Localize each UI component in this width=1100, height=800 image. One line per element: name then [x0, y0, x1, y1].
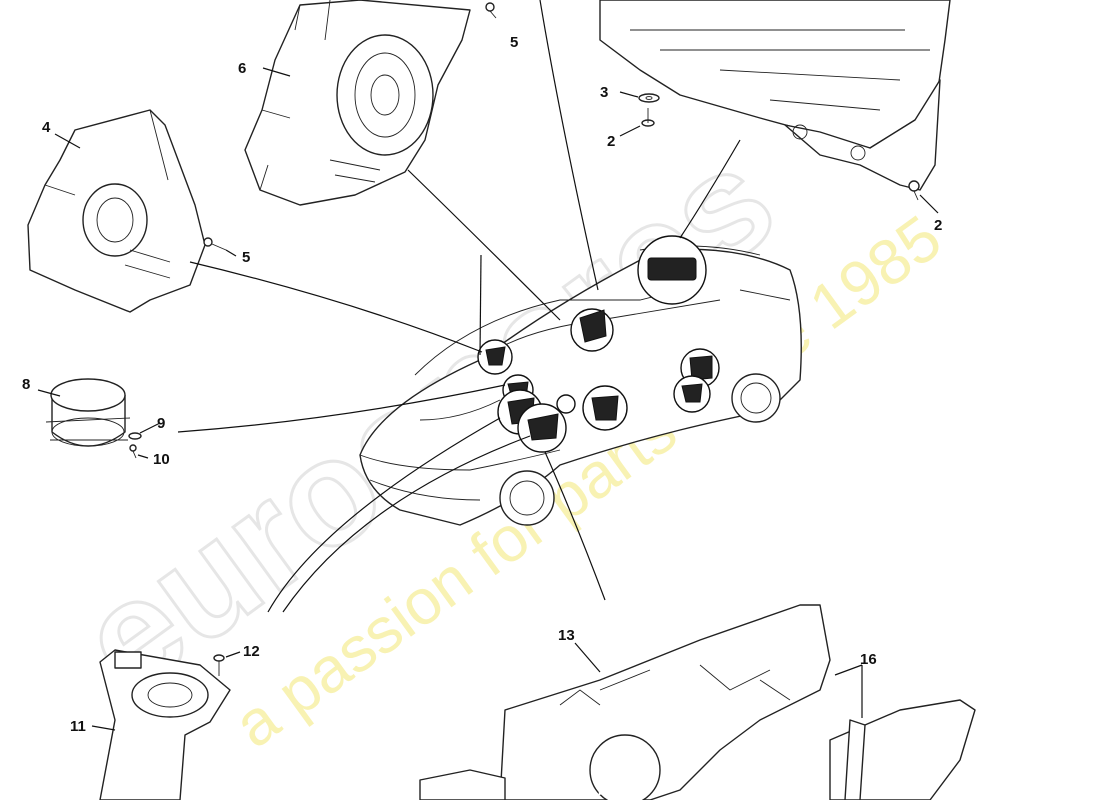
screw-5-top — [485, 2, 497, 19]
callout-2-right: 2 — [934, 217, 942, 234]
washer-3 — [638, 93, 660, 103]
right-badge-label: RIGHT — [598, 784, 636, 798]
callout-8: 8 — [22, 376, 30, 393]
amplifier-module — [599, 0, 951, 191]
leader-lines — [177, 0, 741, 613]
callout-9: 9 — [157, 415, 165, 432]
screw-12 — [213, 654, 225, 676]
washer-9 — [128, 432, 142, 440]
callout-16: 16 — [860, 651, 877, 668]
callout-12: 12 — [243, 643, 260, 660]
speaker-enclosure-upper — [244, 0, 471, 206]
hardware — [128, 2, 920, 676]
callout-ticks — [37, 67, 939, 731]
screw-2-right — [908, 180, 920, 201]
callout-labels: 5 6 3 2 2 4 5 8 9 10 12 11 13 16 — [22, 34, 942, 735]
callout-13: 13 — [558, 627, 575, 644]
callout-4: 4 — [42, 119, 51, 136]
callout-10: 10 — [153, 451, 170, 468]
callout-5-top: 5 — [510, 34, 518, 51]
location-markers — [477, 235, 720, 453]
screw-5-left — [203, 237, 227, 251]
speaker-enclosure-left — [27, 109, 206, 313]
screw-2-top — [641, 108, 655, 127]
round-speaker — [45, 378, 131, 447]
callout-11: 11 — [70, 718, 86, 735]
callout-3: 3 — [600, 84, 608, 101]
callout-6: 6 — [238, 60, 246, 77]
callout-2-top: 2 — [607, 133, 615, 150]
zoom-circle-center — [556, 394, 576, 414]
tweeter-horn — [99, 649, 231, 800]
callout-5-left: 5 — [242, 249, 250, 266]
screw-10 — [129, 444, 137, 459]
seat-speaker-housings: RIGHT — [419, 604, 976, 800]
